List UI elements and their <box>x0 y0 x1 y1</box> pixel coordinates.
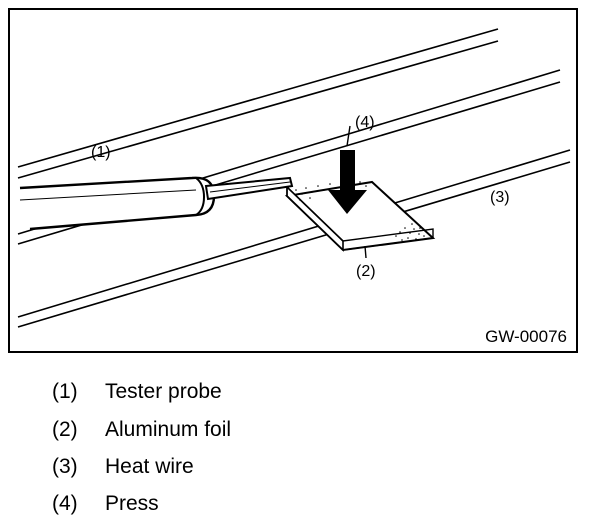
callout-2: (2) <box>356 263 376 280</box>
heat-wire-top <box>17 28 499 179</box>
legend-number: (1) <box>52 380 78 403</box>
legend-number: (3) <box>52 455 78 478</box>
callout-3: (3) <box>490 189 510 206</box>
press-arrow-icon <box>328 150 367 214</box>
legend-number: (4) <box>52 492 78 515</box>
legend-label: Tester probe <box>105 380 222 403</box>
callout-1: (1) <box>91 144 111 161</box>
callout-leaders <box>346 125 367 259</box>
legend-label: Aluminum foil <box>105 418 232 441</box>
legend-number: (2) <box>52 418 78 441</box>
heat-wire-bottom <box>17 149 571 328</box>
tester-probe-icon <box>19 176 294 231</box>
aluminum-foil-icon <box>284 180 436 252</box>
figure-code: GW-00076 <box>485 327 567 346</box>
callout-4: (4) <box>355 114 375 131</box>
legend-label: Press <box>105 492 159 515</box>
figure-border <box>8 8 578 353</box>
legend-label: Heat wire <box>105 455 194 478</box>
